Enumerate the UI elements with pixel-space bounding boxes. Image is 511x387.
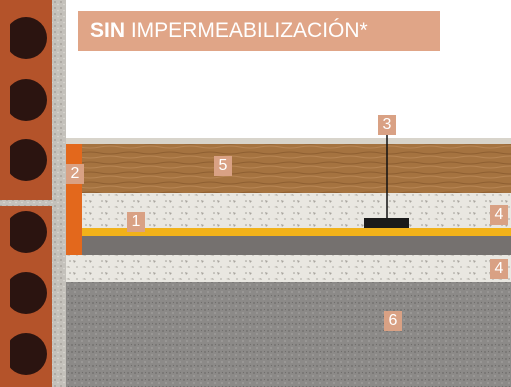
concrete-slab (66, 282, 511, 387)
label-3: 3 (378, 115, 396, 135)
perimeter-strip (66, 144, 82, 255)
wood-layer (82, 143, 511, 193)
upper-insulation-layer (82, 193, 511, 228)
membrane-layer (82, 228, 511, 236)
label-2: 2 (66, 164, 84, 184)
label-6: 6 (384, 311, 402, 331)
label-4-lower: 4 (490, 259, 508, 279)
label-1: 1 (127, 212, 145, 232)
joint-tape (364, 218, 409, 228)
brick-wall (0, 0, 66, 387)
label-4-upper: 4 (490, 205, 508, 225)
screed-layer (82, 236, 511, 255)
lower-insulation-layer (66, 255, 511, 282)
label-5: 5 (214, 156, 232, 176)
page-title: SIN IMPERMEABILIZACIÓN* (78, 11, 440, 51)
